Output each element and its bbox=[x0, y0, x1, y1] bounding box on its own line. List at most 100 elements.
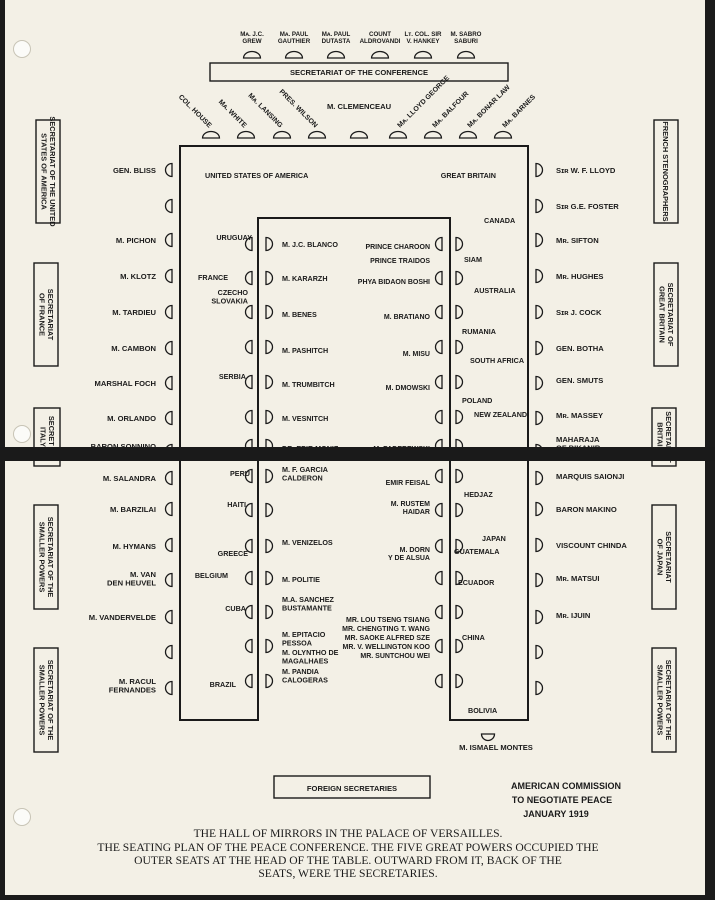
outer-left-seat bbox=[164, 470, 173, 486]
secretariat-japan-box bbox=[651, 504, 677, 610]
outer-right-name: Mʀ. SIFTON bbox=[556, 236, 599, 245]
aisle-left-seat bbox=[244, 409, 253, 425]
foot-name: M. ISMAEL MONTES bbox=[459, 743, 533, 752]
aisle-right-seat bbox=[455, 409, 464, 425]
inner-left-seat bbox=[265, 468, 274, 484]
outer-right-name: Sɪʀ J. COCK bbox=[556, 308, 602, 317]
aisle-left-seat bbox=[244, 538, 253, 554]
inner-right-seat bbox=[434, 304, 443, 320]
secretariat-smaller-left-2-box bbox=[33, 647, 59, 753]
outer-right-name: VISCOUNT CHINDA bbox=[556, 541, 627, 550]
aisle-right-seat bbox=[455, 604, 464, 620]
caption-line-2: THE SEATING PLAN OF THE PEACE CONFERENCE… bbox=[97, 841, 598, 854]
head-name: Mᴀ. BARNES bbox=[501, 94, 537, 130]
inner-right-seat bbox=[434, 339, 443, 355]
aisle-left-seat bbox=[244, 236, 253, 252]
inner-right-name: MR. V. WELLINGTON KOO bbox=[342, 644, 430, 651]
country-left-label: PERU bbox=[230, 469, 250, 478]
outer-right-name: Mʀ. MASSEY bbox=[556, 411, 603, 420]
foreign-secretaries-bar bbox=[273, 775, 431, 799]
secretariat-smaller-left-1-box bbox=[33, 504, 59, 610]
inner-left-seat bbox=[265, 409, 274, 425]
country-right-label: JAPAN bbox=[482, 534, 506, 543]
inner-left-seat bbox=[265, 502, 274, 518]
commission-line-1: AMERICAN COMMISSION bbox=[511, 781, 621, 791]
inner-left-seat bbox=[265, 604, 274, 620]
outer-left-name: M. PICHON bbox=[116, 236, 156, 245]
aisle-left-seat bbox=[244, 570, 253, 586]
top-secretary-seat bbox=[242, 50, 262, 59]
aisle-left-seat bbox=[244, 468, 253, 484]
country-left-label: BELGIUM bbox=[195, 571, 228, 580]
outer-right-seat bbox=[535, 572, 544, 588]
inner-right-seat bbox=[434, 468, 443, 484]
outer-left-name: M. SALANDRA bbox=[103, 474, 157, 483]
secretariat-smaller-left-1-label: SECRETARIAT OF THESMALLER POWERS bbox=[37, 517, 55, 598]
country-right-label: NEW ZEALAND bbox=[474, 410, 527, 419]
head-seat bbox=[201, 130, 221, 139]
inner-right-seat bbox=[434, 502, 443, 518]
outer-left-seat bbox=[164, 501, 173, 517]
outer-right-seat bbox=[535, 501, 544, 517]
inner-left-name: M. TRUMBITCH bbox=[282, 380, 335, 389]
country-left-label: UNITED STATES OF AMERICA bbox=[205, 171, 308, 180]
secretariat-italy-box bbox=[33, 407, 61, 467]
country-left-label: GREECE bbox=[218, 549, 249, 558]
head-name: Mᴀ. WHITE bbox=[217, 99, 248, 130]
country-right-label: GUATEMALA bbox=[454, 547, 499, 556]
head-name-clemenceau: M. CLEMENCEAU bbox=[327, 102, 392, 111]
secretariat-smaller-right-label: SECRETARIAT OF THESMALLER POWERS bbox=[655, 660, 673, 741]
outer-right-name: BARON MAKINO bbox=[556, 505, 617, 514]
aisle-left-seat bbox=[244, 502, 253, 518]
aisle-left-seat bbox=[244, 673, 253, 689]
inner-right-name: PHYA BIDAON BOSHI bbox=[358, 279, 430, 286]
fold-crease bbox=[0, 447, 715, 461]
outer-right-name: GEN. BOTHA bbox=[556, 344, 604, 353]
top-secretary-name: Mᴀ. J.C.GREW bbox=[240, 31, 264, 45]
outer-left-seat bbox=[164, 162, 173, 178]
outer-left-name: GEN. BLISS bbox=[113, 166, 156, 175]
caption-line-4: SEATS, WERE THE SECRETARIES. bbox=[258, 867, 437, 880]
inner-left-name: M. POLITIE bbox=[282, 575, 320, 584]
inner-right-name: MR. SUNTCHOU WEI bbox=[360, 653, 430, 660]
aisle-right-seat bbox=[455, 570, 464, 586]
aisle-right-seat bbox=[455, 374, 464, 390]
binder-hole-middle bbox=[13, 425, 31, 443]
commission-line-3: JANUARY 1919 bbox=[523, 809, 589, 819]
caption-line-1: THE HALL OF MIRRORS IN THE PALACE OF VER… bbox=[194, 827, 503, 840]
outer-left-seat bbox=[164, 410, 173, 426]
outer-right-name: GEN. SMUTS bbox=[556, 376, 603, 385]
foreign-secretaries-label: FOREIGN SECRETARIES bbox=[307, 784, 397, 793]
inner-right-seat bbox=[434, 236, 443, 252]
outer-left-seat bbox=[164, 644, 173, 660]
aisle-right-seat bbox=[455, 538, 464, 554]
aisle-right-seat bbox=[455, 304, 464, 320]
foot-seat bbox=[480, 733, 496, 742]
aisle-right-seat bbox=[455, 673, 464, 689]
inner-right-seat bbox=[434, 570, 443, 586]
inner-left-seat bbox=[265, 538, 274, 554]
country-right-label: SIAM bbox=[464, 255, 482, 264]
table-outline bbox=[179, 145, 529, 721]
head-name: COL. HOUSE bbox=[177, 94, 213, 130]
country-right-label: RUMANIA bbox=[462, 327, 496, 336]
aisle-left-seat bbox=[244, 270, 253, 286]
inner-right-name: PRINCE CHAROON bbox=[365, 244, 430, 251]
country-left-label: URUGUAY bbox=[216, 233, 252, 242]
inner-left-name: M. KARARZH bbox=[282, 274, 328, 283]
secretariat-smaller-left-2-label: SECRETARIAT OF THESMALLER POWERS bbox=[37, 660, 55, 741]
head-seat bbox=[423, 130, 443, 139]
outer-left-seat bbox=[164, 375, 173, 391]
inner-left-name: M. BENES bbox=[282, 310, 317, 319]
outer-left-seat bbox=[164, 572, 173, 588]
top-secretary-seat bbox=[326, 50, 346, 59]
